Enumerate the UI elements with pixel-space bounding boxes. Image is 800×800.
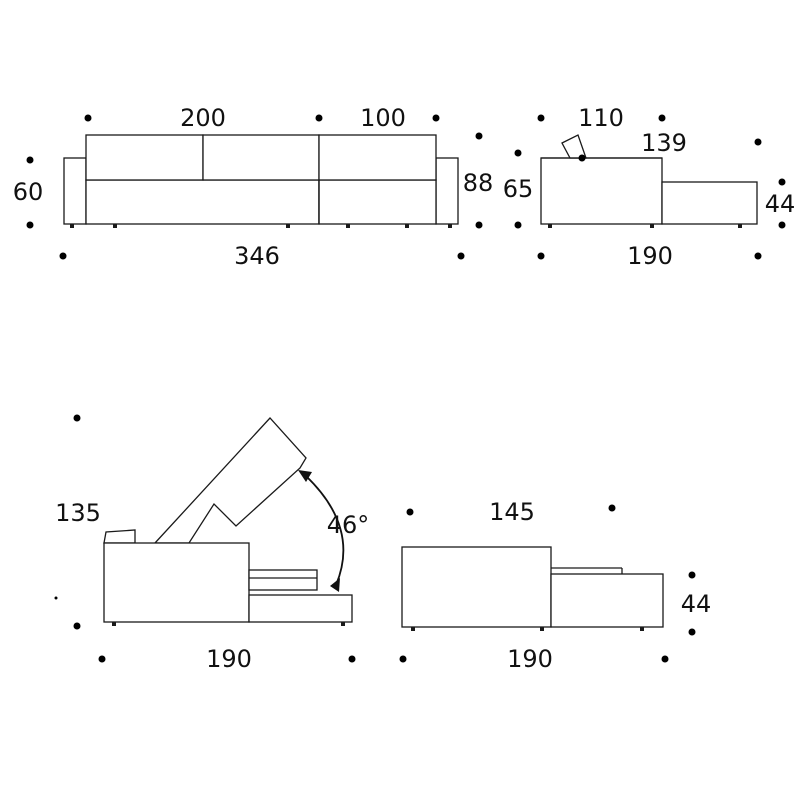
dim-front-left-section: 200 [180,104,226,132]
foot [540,627,544,631]
dimension-dot [54,596,58,600]
reclined-headrest [103,529,136,544]
dim-side-seat-height: 44 [765,190,796,218]
reclined-upper-drawer [248,569,318,591]
dimension-dot [73,622,81,630]
foot [548,224,552,228]
dimension-dot [26,156,34,164]
dimension-dot [406,508,414,516]
dim-side-length: 190 [627,242,673,270]
back-cushion-3 [318,134,437,181]
dimension-dot [475,221,483,229]
dimension-dot [399,655,407,663]
side-body [540,157,663,225]
foot [411,627,415,631]
dim-bed-length: 190 [507,645,553,673]
side-footrest [661,181,758,225]
recline-angle-arc [305,475,345,586]
foot [286,224,290,228]
dim-reclined-angle: 46° [327,511,370,539]
foot [112,622,116,626]
dimension-dot [688,571,696,579]
dimension-dot [661,655,669,663]
foot [341,622,345,626]
right-armrest [435,157,459,225]
dim-reclined-length: 190 [206,645,252,673]
dimension-dot [754,252,762,260]
dim-front-total-length: 346 [234,242,280,270]
bed-extension [550,573,664,628]
foot [640,627,644,631]
reclined-body [103,542,250,623]
dimension-dot [658,114,666,122]
dimension-dot [348,655,356,663]
back-cushion-2 [202,134,320,181]
front-view: 200 100 60 88 346 [13,104,494,270]
foot [650,224,654,228]
bed-body [401,546,552,628]
dimension-dot [457,252,465,260]
back-cushion-1 [85,134,204,181]
foot [113,224,117,228]
foot [405,224,409,228]
dimension-dot [754,138,762,146]
dim-side-back-height: 139 [641,129,687,157]
recline-angle-arrow-bottom [330,578,340,592]
recline-angle-arrow-top [298,470,312,482]
dimension-dot [315,114,323,122]
dim-bed-height: 44 [681,590,712,618]
dimension-dot [475,132,483,140]
reclined-backrest [153,417,307,544]
dimension-dot [778,221,786,229]
foot [448,224,452,228]
reclined-view: 135 46° 190 [54,414,370,673]
dimension-dot [578,154,586,162]
dim-reclined-height: 135 [55,499,101,527]
dim-front-total-height: 88 [463,169,494,197]
dimension-dot [514,149,522,157]
dimension-dot [537,114,545,122]
dimension-dot [98,655,106,663]
bed-view: 145 44 190 [399,498,712,673]
dim-side-height: 65 [503,175,534,203]
left-armrest [63,157,87,225]
dimension-dot [608,504,616,512]
seat-base-right [318,179,437,225]
dim-bed-top: 145 [489,498,535,526]
dimension-dot [688,628,696,636]
foot [738,224,742,228]
side-view: 110 139 65 44 190 [503,104,796,270]
dim-side-top: 110 [578,104,624,132]
reclined-lower-drawer [248,594,353,623]
dimension-dot [59,252,67,260]
dimension-dot [84,114,92,122]
dimension-dot [778,178,786,186]
seat-base-left [85,179,320,225]
dimension-dot [432,114,440,122]
dim-front-arm-height: 60 [13,178,44,206]
dimension-dot [26,221,34,229]
foot [70,224,74,228]
foot [346,224,350,228]
dim-front-right-section: 100 [360,104,406,132]
dimension-dot [73,414,81,422]
dimension-dot [514,221,522,229]
dimension-dot [537,252,545,260]
